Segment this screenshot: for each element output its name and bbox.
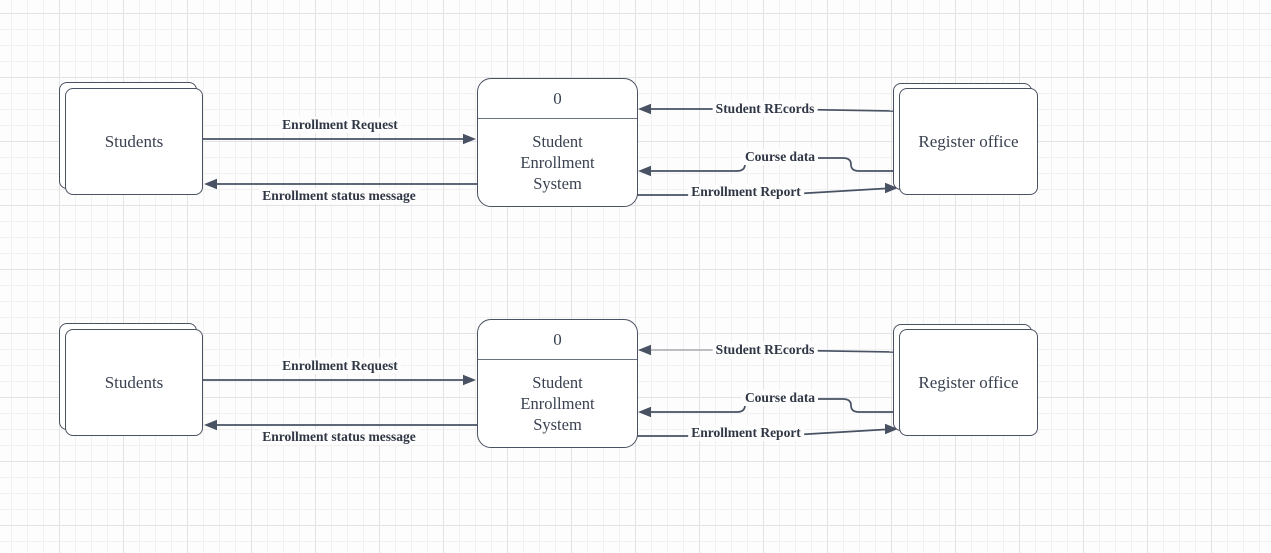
process-header: 0 bbox=[478, 79, 637, 119]
enrollment-status-label[interactable]: Enrollment status message bbox=[259, 188, 419, 204]
student-records-label[interactable]: Student REcords bbox=[712, 342, 818, 358]
register-office-entity-label: Register office bbox=[918, 372, 1019, 392]
process-name-label: Student Enrollment System bbox=[520, 373, 595, 434]
enrollment-request-label[interactable]: Enrollment Request bbox=[279, 117, 401, 133]
students-entity-label: Students bbox=[104, 372, 164, 392]
enrollment-status-label[interactable]: Enrollment status message bbox=[259, 429, 419, 445]
process-name-label: Student Enrollment System bbox=[520, 132, 595, 193]
process-student-enrollment-system[interactable]: 0 Student Enrollment System bbox=[477, 319, 638, 448]
process-body: Student Enrollment System bbox=[478, 360, 637, 447]
students-entity[interactable]: Students bbox=[65, 329, 203, 436]
students-entity[interactable]: Students bbox=[65, 88, 203, 195]
process-id-label: 0 bbox=[553, 329, 562, 349]
edge-course-data-left-segment[interactable] bbox=[650, 404, 746, 413]
process-header: 0 bbox=[478, 320, 637, 360]
register-office-entity-label: Register office bbox=[918, 131, 1019, 151]
arrowhead-enrollment-request bbox=[463, 133, 476, 145]
students-entity-label: Students bbox=[104, 131, 164, 151]
course-data-label[interactable]: Course data bbox=[741, 390, 819, 406]
process-id-label: 0 bbox=[553, 88, 562, 108]
edge-course-data-right-segment[interactable] bbox=[818, 157, 893, 172]
edge-course-data-left-segment[interactable] bbox=[650, 163, 746, 172]
student-records-label[interactable]: Student REcords bbox=[712, 101, 818, 117]
edge-course-data-right-segment[interactable] bbox=[818, 398, 893, 413]
process-body: Student Enrollment System bbox=[478, 119, 637, 206]
arrowhead-enrollment-report bbox=[885, 423, 898, 435]
enrollment-report-label[interactable]: Enrollment Report bbox=[688, 184, 804, 200]
register-office-entity[interactable]: Register office bbox=[899, 329, 1038, 436]
arrowhead-student-records bbox=[638, 103, 651, 115]
arrowhead-enrollment-status bbox=[204, 178, 217, 190]
register-office-entity[interactable]: Register office bbox=[899, 88, 1038, 195]
arrowhead-student-records bbox=[638, 344, 651, 356]
arrowhead-course-data bbox=[638, 406, 651, 418]
arrowhead-enrollment-request bbox=[463, 374, 476, 386]
process-student-enrollment-system[interactable]: 0 Student Enrollment System bbox=[477, 78, 638, 207]
arrowhead-enrollment-report bbox=[885, 182, 898, 194]
arrowhead-course-data bbox=[638, 165, 651, 177]
data-flow-edges bbox=[203, 344, 898, 437]
arrowhead-enrollment-status bbox=[204, 419, 217, 431]
enrollment-request-label[interactable]: Enrollment Request bbox=[279, 358, 401, 374]
course-data-label[interactable]: Course data bbox=[741, 149, 819, 165]
enrollment-report-label[interactable]: Enrollment Report bbox=[688, 425, 804, 441]
context-diagram-top: Students 0 Student Enrollment System Reg… bbox=[0, 0, 1100, 260]
context-diagram-bottom: Students 0 Student Enrollment System Reg… bbox=[0, 241, 1100, 501]
